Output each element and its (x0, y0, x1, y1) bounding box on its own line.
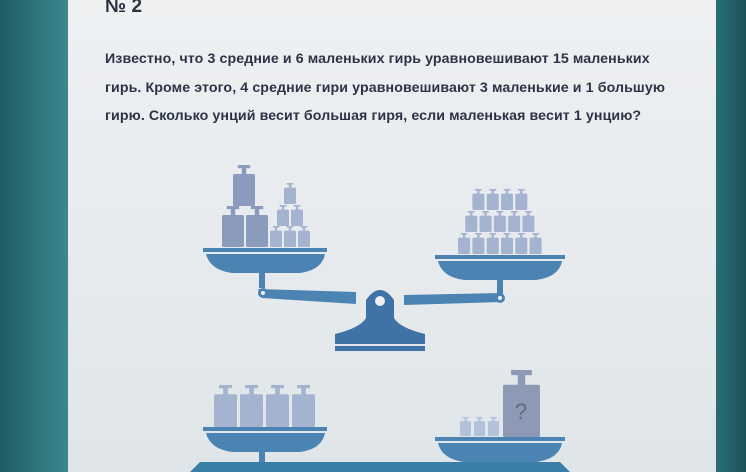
small-weight (270, 226, 282, 247)
fulcrum (335, 290, 425, 344)
medium-weight (222, 206, 244, 247)
small-weight (501, 233, 513, 254)
problem-text: Известно, что 3 средние и 6 маленьких ги… (105, 51, 666, 124)
left-pan-stem-2 (259, 451, 265, 463)
small-weight (515, 189, 528, 210)
small-weight (486, 233, 499, 254)
problem-page: № 2 Известно, что 3 средние и 6 маленьки… (68, 0, 716, 472)
small-weight (474, 417, 485, 436)
small-weight (501, 189, 513, 210)
beam-right (404, 293, 502, 305)
right-pan (438, 261, 562, 280)
small-weight (488, 417, 499, 436)
small-weight (284, 226, 296, 247)
medium-weight (246, 206, 268, 247)
right-pan-rim (435, 255, 565, 259)
small-weight (291, 205, 303, 226)
small-weight (493, 211, 506, 232)
left-pan-stem (259, 272, 265, 288)
left-pan-rim-2 (203, 427, 327, 431)
small-weight (458, 233, 471, 254)
medium-weight (214, 385, 237, 427)
small-weight (460, 417, 471, 436)
right-pan-stem (497, 279, 503, 295)
small-weight (472, 189, 485, 210)
small-weight (465, 211, 478, 232)
weights (214, 165, 542, 437)
small-weight (479, 211, 492, 232)
left-pan (206, 254, 325, 273)
large-weight (503, 370, 540, 437)
medium-weight (292, 385, 315, 427)
beam-2 (190, 462, 570, 472)
small-weight (298, 226, 310, 247)
scale-2 (190, 427, 570, 472)
small-weight (472, 233, 485, 254)
right-pan-rim-2 (435, 437, 565, 441)
unknown-weight-label: ? (515, 399, 527, 424)
left-pan-2 (206, 433, 325, 452)
small-weight (277, 205, 289, 226)
medium-weight (240, 385, 263, 427)
small-weight (522, 211, 535, 232)
right-pan-2 (438, 443, 562, 462)
small-weight (486, 189, 499, 210)
left-pan-rim (203, 248, 327, 252)
beam-left (258, 289, 356, 304)
problem-number: № 2 (105, 0, 143, 17)
medium-weight (266, 385, 289, 427)
small-weight (529, 233, 542, 254)
small-weight (508, 211, 521, 232)
fulcrum-hole (375, 296, 385, 306)
small-weight (284, 183, 296, 204)
fulcrum-base (335, 346, 425, 351)
small-weight (515, 233, 528, 254)
scale-1 (203, 248, 565, 351)
medium-weight (233, 165, 255, 206)
